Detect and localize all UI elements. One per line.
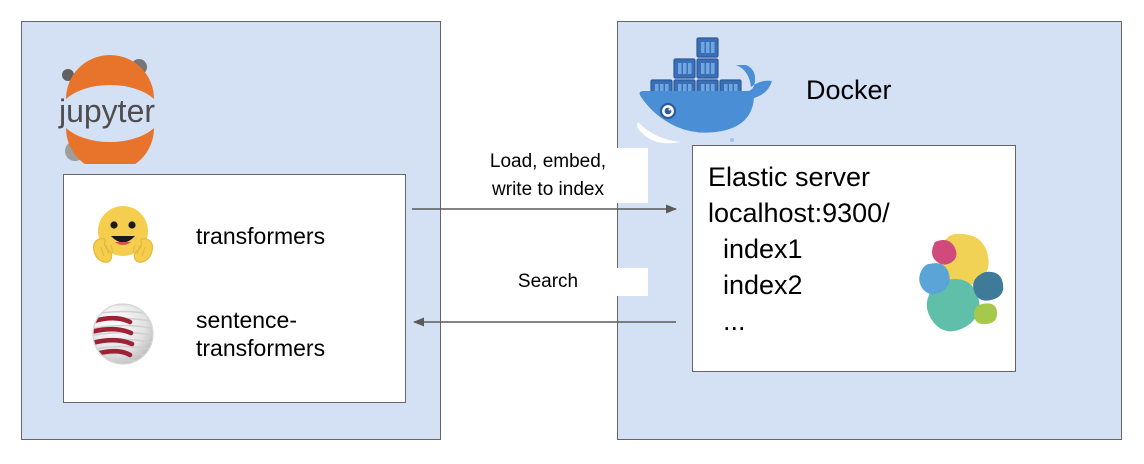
arrow-label-load-embed-write: Load, embed, write to index <box>448 148 648 204</box>
elastic-logo <box>903 228 1008 333</box>
arrow-label-search: Search <box>448 268 648 296</box>
library-label-sentence-transformers: sentence- transformers <box>196 306 326 361</box>
sentence-transformers-icon <box>82 293 164 375</box>
library-label-transformers: transformers <box>196 222 326 249</box>
jupyter-panel: jupyter <box>21 21 441 440</box>
huggingface-icon <box>82 195 164 277</box>
docker-whale-icon <box>628 32 796 152</box>
library-row-sentence-transformers: sentence- transformers <box>82 284 392 384</box>
jupyter-wordmark: jupyter <box>58 93 155 129</box>
library-row-transformers: transformers <box>82 190 392 282</box>
docker-label: Docker <box>806 75 892 105</box>
jupyter-logo: jupyter <box>54 52 166 172</box>
elastic-server-text: Elastic server localhost:9300/ index1 in… <box>708 162 890 336</box>
